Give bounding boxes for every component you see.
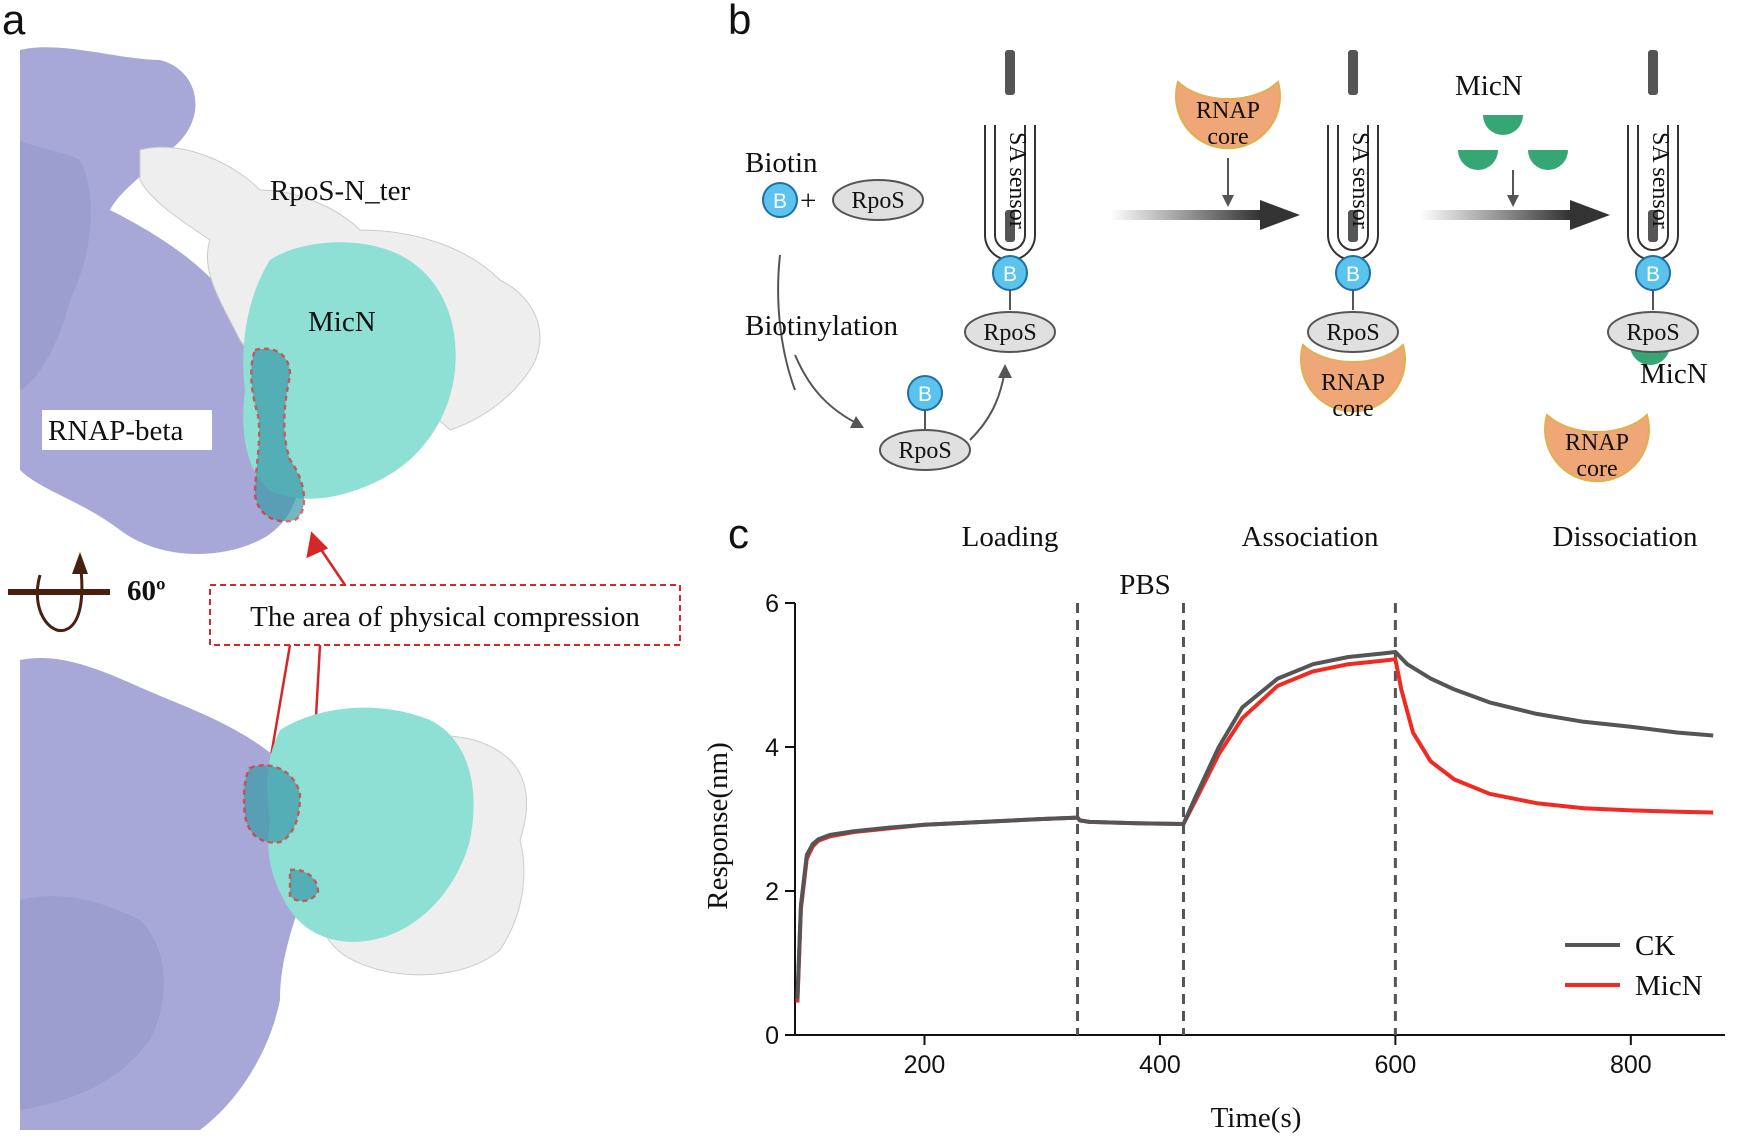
rnap-beta-label: RNAP-beta bbox=[48, 415, 183, 447]
y-tick-label: 4 bbox=[765, 734, 779, 762]
micn-surface-top bbox=[243, 242, 456, 499]
rotation-angle-label: 60º bbox=[127, 575, 166, 607]
compression-callout-box bbox=[209, 584, 681, 646]
svg-text:SA sensor: SA sensor bbox=[1347, 132, 1373, 229]
legend-label-ck: CK bbox=[1635, 930, 1675, 962]
biotin-icon-start: B bbox=[762, 182, 798, 218]
svg-text:core: core bbox=[1207, 124, 1248, 150]
step-label-loading: Loading bbox=[962, 521, 1059, 553]
x-axis-title: Time(s) bbox=[1211, 1102, 1302, 1134]
svg-text:B: B bbox=[1346, 263, 1360, 286]
svg-text:B: B bbox=[1646, 263, 1660, 286]
micn-bound-label: MicN bbox=[1640, 358, 1708, 390]
plus-sign: + bbox=[800, 185, 816, 217]
x-tick-label: 200 bbox=[904, 1051, 946, 1079]
biotinylation-arrow-line bbox=[777, 254, 796, 391]
y-tick-label: 2 bbox=[765, 878, 779, 906]
micn-structure-label: MicN bbox=[308, 306, 376, 338]
svg-text:B: B bbox=[1003, 263, 1017, 286]
sa-sensor-association: SA sensor B RpoS RNAP core bbox=[1300, 50, 1406, 422]
micn-surface-bottom bbox=[267, 707, 474, 942]
compression-callout-label: The area of physical compression bbox=[250, 601, 640, 633]
step-label-dissociation: Dissociation bbox=[1553, 521, 1698, 553]
micn-incoming-label: MicN bbox=[1455, 70, 1523, 102]
rpos-ellipse-start: RpoS bbox=[832, 179, 924, 221]
dissociation-arrow bbox=[1420, 210, 1570, 220]
panel-a-structure-top bbox=[20, 47, 541, 554]
y-tick-label: 6 bbox=[765, 590, 779, 618]
biotinylation-label: Biotinylation bbox=[745, 310, 899, 342]
svg-text:RNAP: RNAP bbox=[1196, 98, 1260, 124]
rpos-n-ter-label: RpoS-N_ter bbox=[270, 175, 411, 207]
compression-area-bottom bbox=[242, 764, 302, 844]
x-tick-label: 400 bbox=[1139, 1051, 1181, 1079]
chart-tick-labels: 0 2 4 6 200 400 600 800 bbox=[765, 590, 1652, 1079]
chart-axes bbox=[785, 602, 1725, 1045]
sa-sensor-loading: SA sensor B RpoS bbox=[964, 50, 1056, 353]
rotation-symbol bbox=[8, 552, 110, 633]
rnap-core-released: RNAP core bbox=[1544, 413, 1650, 483]
svg-text:core: core bbox=[1332, 396, 1373, 422]
svg-text:SA sensor: SA sensor bbox=[1004, 132, 1030, 229]
chart-phase-lines bbox=[1076, 603, 1397, 1035]
svg-text:core: core bbox=[1576, 456, 1617, 482]
chart-series bbox=[795, 650, 1714, 1003]
svg-text:RpoS: RpoS bbox=[898, 438, 951, 464]
y-tick-label: 0 bbox=[765, 1022, 779, 1050]
association-arrow bbox=[1110, 210, 1260, 220]
series-line-ck bbox=[795, 650, 1714, 1000]
svg-text:RpoS: RpoS bbox=[983, 320, 1036, 346]
svg-text:RpoS: RpoS bbox=[1626, 320, 1679, 346]
y-axis-title: Response(nm) bbox=[702, 742, 734, 910]
svg-text:SA sensor: SA sensor bbox=[1647, 132, 1673, 229]
bli-response-chart: 0 2 4 6 200 400 600 800 bbox=[765, 590, 1725, 1079]
svg-text:RNAP: RNAP bbox=[1565, 430, 1629, 456]
biotinylated-rpos: B RpoS bbox=[879, 375, 971, 471]
micn-molecules-incoming bbox=[1458, 115, 1568, 207]
legend-label-micn: MicN bbox=[1635, 970, 1703, 1002]
svg-text:RpoS: RpoS bbox=[851, 188, 904, 214]
series-line-micn bbox=[795, 657, 1714, 1003]
panel-a-structure-bottom bbox=[20, 658, 528, 1130]
pbs-label: PBS bbox=[1119, 569, 1171, 601]
panel-a-label: a bbox=[2, 0, 26, 43]
svg-text:RNAP: RNAP bbox=[1321, 370, 1385, 396]
svg-text:B: B bbox=[773, 190, 787, 213]
svg-text:B: B bbox=[918, 383, 932, 406]
x-tick-label: 800 bbox=[1610, 1051, 1652, 1079]
x-tick-label: 600 bbox=[1375, 1051, 1417, 1079]
step-label-association: Association bbox=[1242, 521, 1379, 553]
biotin-label: Biotin bbox=[745, 147, 818, 179]
rnap-core-incoming: RNAP core bbox=[1175, 80, 1281, 207]
compression-area-top bbox=[250, 347, 306, 523]
chart-legend: CK MicN bbox=[1565, 930, 1703, 1002]
panel-b-label: b bbox=[728, 0, 751, 43]
panel-c-label: c bbox=[728, 510, 749, 557]
svg-text:RpoS: RpoS bbox=[1326, 320, 1379, 346]
sa-sensor-dissociation: SA sensor B RpoS bbox=[1607, 50, 1699, 365]
